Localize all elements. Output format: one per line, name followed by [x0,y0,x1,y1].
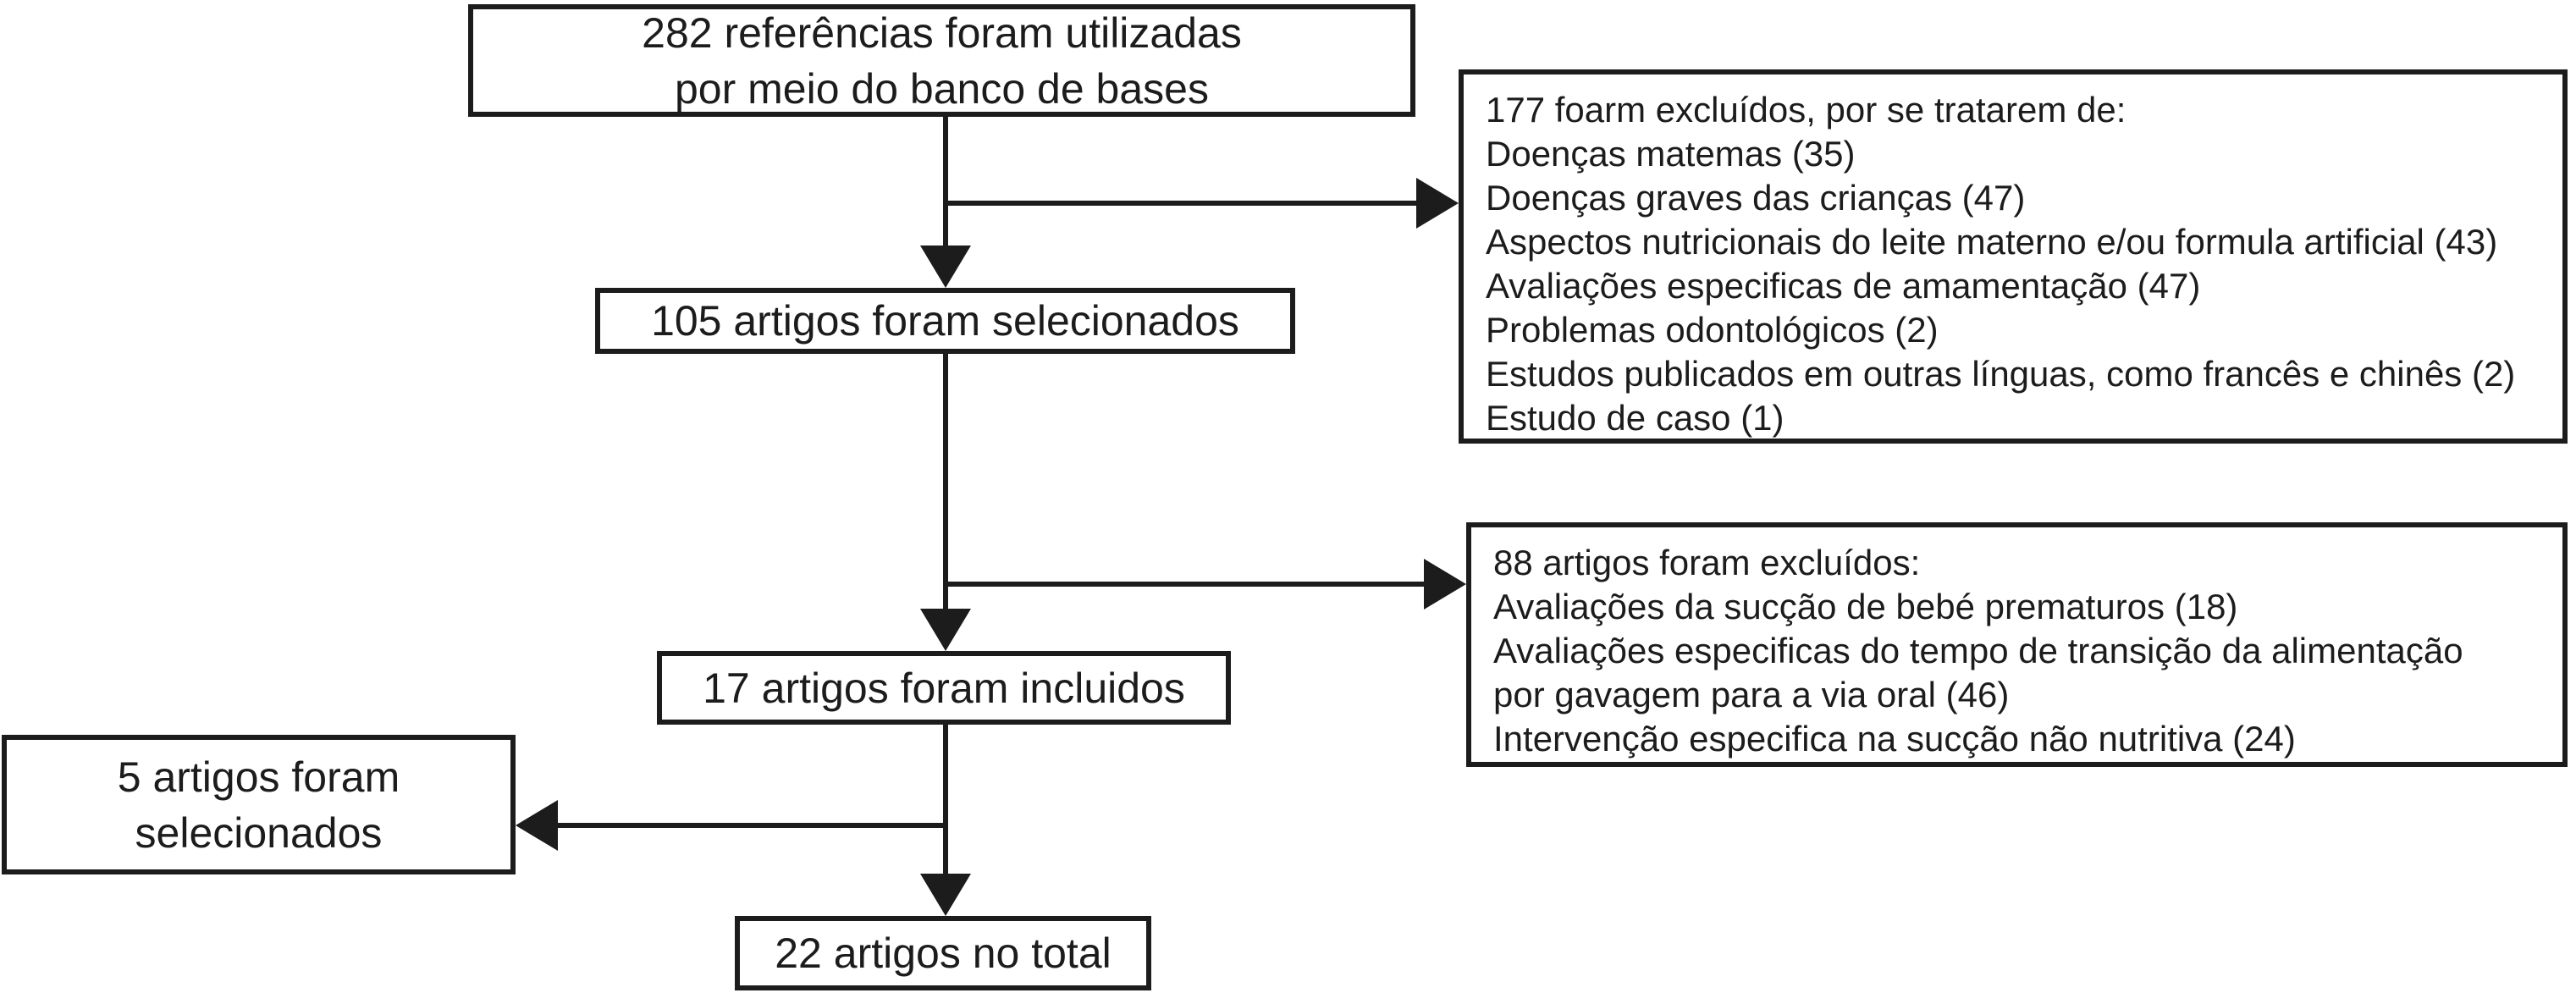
box-5-selecionados-text: 5 artigos foram selecionados [117,753,400,857]
connector-branch-to-177-excluidos [943,201,1421,206]
connector-105-to-17 [943,352,948,615]
excluidos-88-line: 88 artigos foram excluídos: [1493,543,1921,582]
arrowhead-right-into-177-icon [1416,178,1459,229]
box-105-selecionados-text: 105 artigos foram selecionados [651,297,1239,345]
box-5-selecionados: 5 artigos foram selecionados [2,735,516,874]
box-282-referencias: 282 referências foram utilizadas por mei… [468,4,1415,117]
connector-branch-to-5-selecionados [554,823,948,828]
box-22-total: 22 artigos no total [735,916,1151,990]
arrowhead-down-into-105-icon [920,245,971,288]
arrowhead-down-into-22-icon [920,874,971,916]
excluidos-177-line: Estudo de caso (1) [1486,398,1784,438]
excluidos-88-line: Avaliações especificas do tempo de trans… [1493,631,2463,670]
box-105-selecionados: 105 artigos foram selecionados [595,288,1295,354]
excluidos-177-line: Doenças matemas (35) [1486,134,1856,174]
connector-branch-to-88-excluidos [943,582,1428,587]
box-282-referencias-text: 282 referências foram utilizadas por mei… [642,8,1242,113]
box-177-excluidos: 177 foarm excluídos, por se tratarem de:… [1459,69,2568,444]
arrowhead-right-into-88-icon [1424,559,1466,610]
excluidos-88-line: Intervenção especifica na sucção não nut… [1493,719,2296,759]
excluidos-88-line: por gavagem para a via oral (46) [1493,675,2010,714]
connector-referencias-to-105 [943,116,948,251]
excluidos-177-line: Doenças graves das crianças (47) [1486,178,2026,218]
box-17-incluidos: 17 artigos foram incluidos [657,651,1231,725]
excluidos-177-line: Avaliações especificas de amamentação (4… [1486,266,2201,306]
arrowhead-down-into-17-icon [920,609,971,651]
excluidos-88-line: Avaliações da sucção de bebé prematuros … [1493,587,2238,626]
excluidos-177-line: Estudos publicados em outras línguas, co… [1486,354,2516,394]
connector-17-to-22 [943,724,948,880]
excluidos-177-line: Aspectos nutricionais do leite materno e… [1486,222,2498,262]
arrowhead-left-into-5-icon [516,800,558,851]
box-17-incluidos-text: 17 artigos foram incluidos [703,664,1185,712]
box-22-total-text: 22 artigos no total [775,930,1111,977]
box-88-excluidos: 88 artigos foram excluídos: Avaliações d… [1466,522,2568,767]
excluidos-177-line: Problemas odontológicos (2) [1486,310,1939,350]
excluidos-177-line: 177 foarm excluídos, por se tratarem de: [1486,90,2126,130]
